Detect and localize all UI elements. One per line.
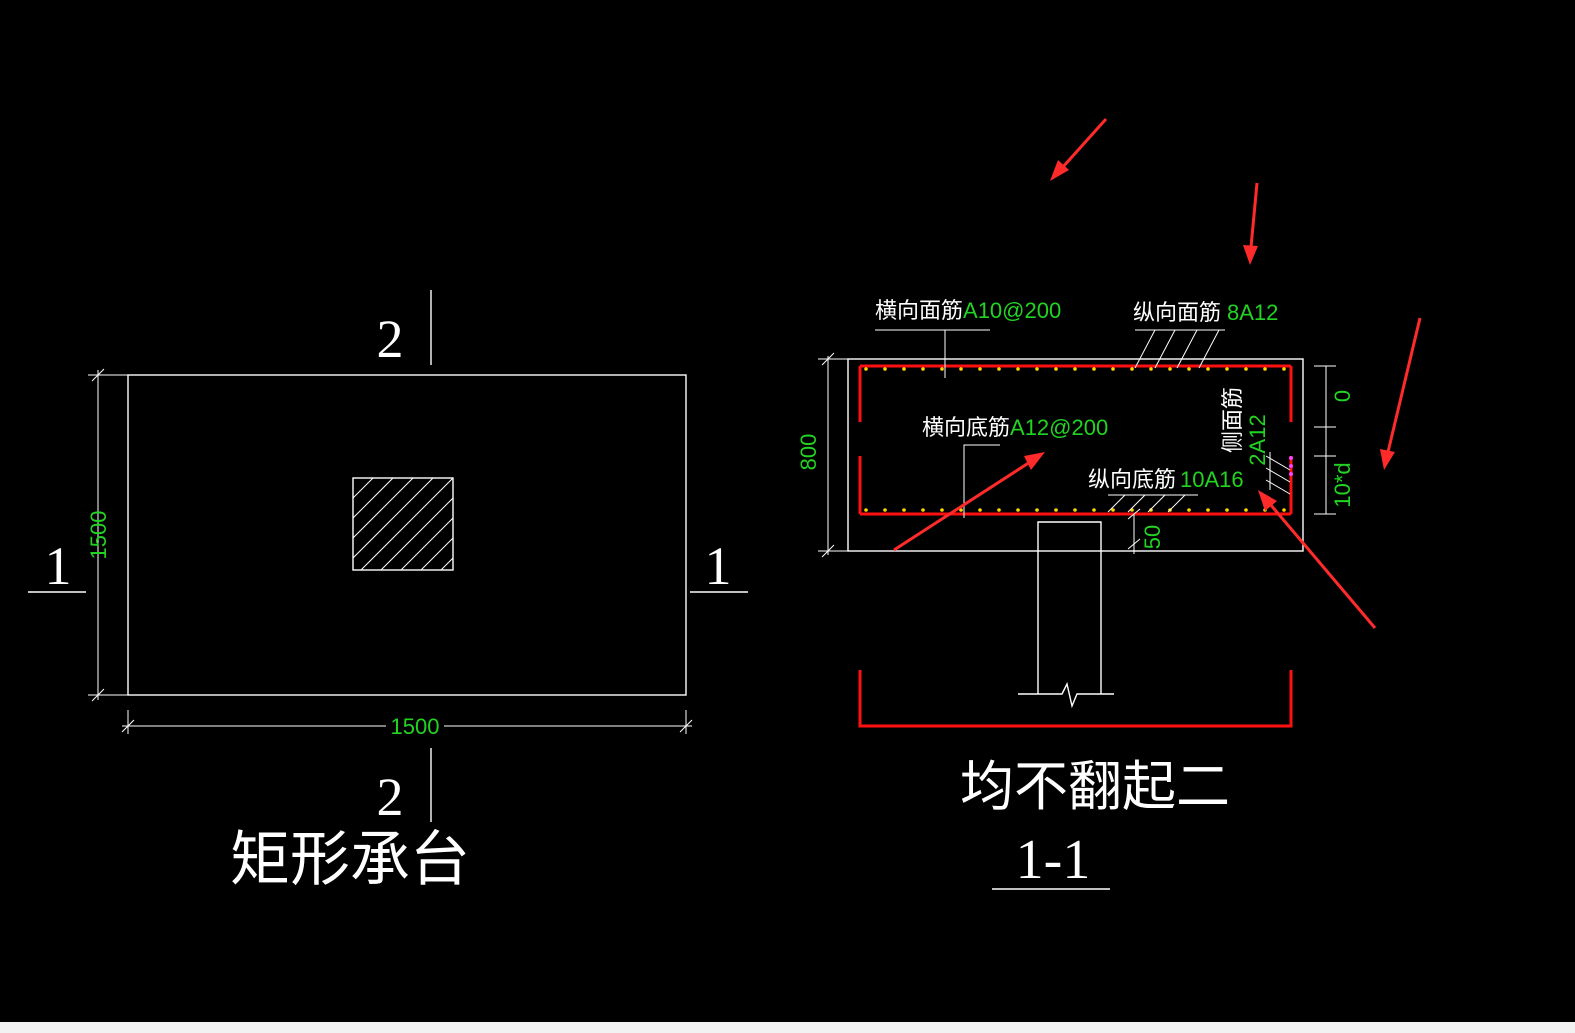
rebar-dots xyxy=(864,367,1293,512)
rebar-cage xyxy=(858,364,1293,728)
top-rebar-dot xyxy=(959,367,963,371)
plan-height-text: 1500 xyxy=(86,511,111,560)
section-height-dimension xyxy=(818,352,848,558)
plan-view: 2 2 1 1 1500 1500 矩形承台 xyxy=(28,290,748,895)
top-rebar-dot xyxy=(1073,367,1077,371)
top-rebar-dot xyxy=(1225,367,1229,371)
top-rebar-dot xyxy=(997,367,1001,371)
plan-title: 矩形承台 xyxy=(230,825,470,895)
top-rebar-dot xyxy=(1282,367,1286,371)
top-rebar-dot xyxy=(921,367,925,371)
dim-side-text: 10*d xyxy=(1330,462,1355,507)
bottom-rebar-dot xyxy=(959,508,963,512)
section-height-text: 800 xyxy=(796,434,821,471)
bottom-rebar-dot xyxy=(940,508,944,512)
side-rebar-dot xyxy=(1289,456,1293,460)
section-view: 800 0 10*d 50 xyxy=(796,298,1355,891)
top-rebar-dot xyxy=(1092,367,1096,371)
top-rebar-dot xyxy=(1130,367,1134,371)
bottom-rebar-dot xyxy=(1149,508,1153,512)
pile-cap-outline xyxy=(127,374,687,696)
section-cap-outline xyxy=(847,358,1304,552)
plan-width-text: 1500 xyxy=(391,714,440,739)
section-right-dimension xyxy=(1314,365,1336,515)
top-rebar-dot xyxy=(1263,367,1267,371)
column-top xyxy=(1037,521,1102,551)
leader-lines xyxy=(875,329,1291,518)
top-rebar-dot xyxy=(864,367,868,371)
bottom-rebar-dot xyxy=(1073,508,1077,512)
bottom-rebar-dot xyxy=(1035,508,1039,512)
top-rebar-dot xyxy=(940,367,944,371)
annotation-arrow-3 xyxy=(1380,317,1422,470)
bottom-rebar-dot xyxy=(997,508,1001,512)
bottom-rebar-dot xyxy=(883,508,887,512)
section-2-bottom-label: 2 xyxy=(377,767,404,827)
side-rebar-dot xyxy=(1289,472,1293,476)
top-rebar-dot xyxy=(1206,367,1210,371)
annotation-arrow-4 xyxy=(893,452,1045,552)
top-rebar-dot xyxy=(1035,367,1039,371)
label-side-spec: 2A12 xyxy=(1245,414,1270,465)
bottom-rebar-dot xyxy=(978,508,982,512)
top-rebar-dot xyxy=(883,367,887,371)
bottom-rebar-dot xyxy=(1054,508,1058,512)
bottom-rebar-dot xyxy=(864,508,868,512)
annotation-arrow-1 xyxy=(1050,117,1108,181)
top-rebar-dot xyxy=(1149,367,1153,371)
plan-height-dimension xyxy=(88,368,128,702)
section-1-left-label: 1 xyxy=(45,536,72,596)
top-rebar-dot xyxy=(1016,367,1020,371)
bottom-rebar-dot xyxy=(1187,508,1191,512)
top-rebar-dot xyxy=(1054,367,1058,371)
section-bottom-dimension xyxy=(1127,508,1141,554)
section-title: 1-1 xyxy=(1016,829,1091,891)
column-break-line xyxy=(1018,681,1114,709)
top-rebar-dot xyxy=(978,367,982,371)
bottom-rebar-dot xyxy=(921,508,925,512)
bottom-rebar-dot xyxy=(1225,508,1229,512)
section-note: 均不翻起二 xyxy=(960,755,1230,818)
top-rebar-dot xyxy=(1168,367,1172,371)
section-1-right-label: 1 xyxy=(705,536,732,596)
bottom-rebar-dot xyxy=(902,508,906,512)
annotation-arrow-2 xyxy=(1243,182,1259,265)
label-bottom-transverse: 横向底筋A12@200 xyxy=(922,415,1108,441)
column-hatched xyxy=(352,477,454,571)
bottom-rebar-dot xyxy=(1016,508,1020,512)
bottom-rebar-dot xyxy=(1111,508,1115,512)
top-rebar-dot xyxy=(1187,367,1191,371)
bottom-rebar-dot xyxy=(1282,508,1286,512)
label-side-name: 侧面筋 xyxy=(1221,387,1246,453)
bottom-rebar-dot xyxy=(1206,508,1210,512)
bottom-rebar-dot xyxy=(1092,508,1096,512)
viewport-bottom-edge xyxy=(0,1022,1575,1033)
top-rebar-dot xyxy=(1111,367,1115,371)
label-top-transverse: 横向面筋A10@200 xyxy=(875,298,1061,324)
side-rebar-dot xyxy=(1289,464,1293,468)
bottom-rebar-dot xyxy=(1244,508,1248,512)
top-rebar-dot xyxy=(1244,367,1248,371)
annotation-arrow-5 xyxy=(1258,490,1377,629)
top-rebar-dot xyxy=(902,367,906,371)
dim-top-cover-text: 0 xyxy=(1330,390,1355,402)
dim-bottom-text: 50 xyxy=(1140,525,1165,549)
section-2-top-label: 2 xyxy=(377,309,404,369)
annotation-arrows xyxy=(893,117,1422,629)
